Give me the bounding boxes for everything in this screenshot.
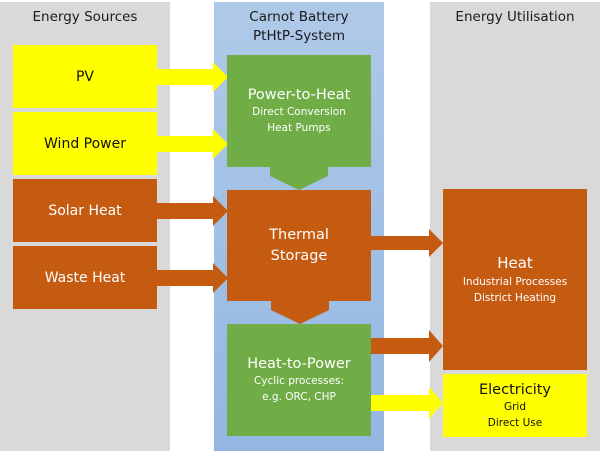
energy-utilisation-title: Energy Utilisation xyxy=(455,9,575,25)
thermal-storage-title-1: Thermal xyxy=(269,226,329,243)
heat-title: Heat xyxy=(497,254,533,272)
heat-to-power-line-1: Cyclic processes: xyxy=(253,375,345,387)
electricity-line-2: Direct Use xyxy=(487,416,543,429)
source-pv-label: PV xyxy=(75,68,95,85)
heat-line-1: Industrial Processes xyxy=(462,276,568,288)
power-to-heat-box: Power-to-Heat Direct Conversion Heat Pum… xyxy=(227,55,371,167)
source-wind-power-label: Wind Power xyxy=(44,135,126,152)
source-waste-heat-label: Waste Heat xyxy=(44,269,126,286)
power-to-heat-line-2: Heat Pumps xyxy=(267,122,331,134)
heat-to-power-box: Heat-to-Power Cyclic processes: e.g. ORC… xyxy=(227,324,371,436)
source-waste-heat: Waste Heat xyxy=(13,246,157,309)
source-solar-heat-label: Solar Heat xyxy=(48,202,122,219)
source-pv: PV xyxy=(13,45,157,108)
heat-to-power-line-2: e.g. ORC, CHP xyxy=(262,391,336,403)
carnot-battery-title: Carnot Battery xyxy=(249,9,349,25)
power-to-heat-line-1: Direct Conversion xyxy=(252,106,346,118)
electricity-utilisation-box: Electricity Grid Direct Use xyxy=(443,374,587,437)
thermal-storage-box: Thermal Storage xyxy=(227,190,371,301)
source-wind-power: Wind Power xyxy=(13,112,157,175)
heat-utilisation-box: Heat Industrial Processes District Heati… xyxy=(443,189,587,370)
source-solar-heat: Solar Heat xyxy=(13,179,157,242)
electricity-line-1: Grid xyxy=(503,400,527,413)
thermal-storage-title-2: Storage xyxy=(270,247,328,264)
pthtp-system-subtitle: PtHtP-System xyxy=(253,28,345,44)
power-to-heat-title: Power-to-Heat xyxy=(247,87,351,103)
heat-to-power-title: Heat-to-Power xyxy=(247,356,351,372)
electricity-title: Electricity xyxy=(478,381,552,398)
heat-line-2: District Heating xyxy=(473,292,557,304)
energy-sources-title: Energy Sources xyxy=(32,9,138,25)
